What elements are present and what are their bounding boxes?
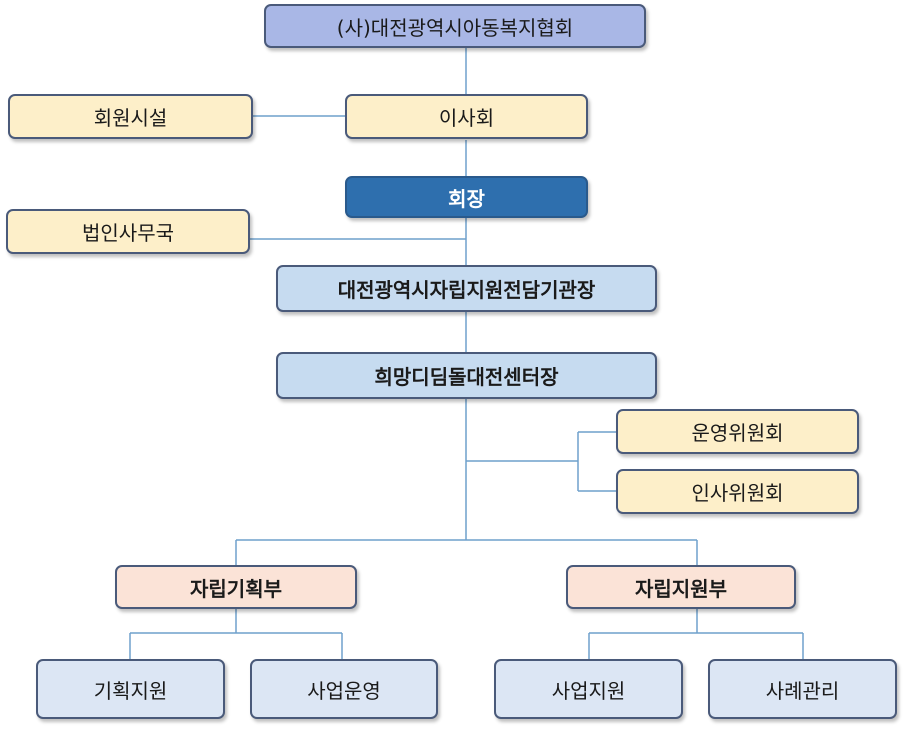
member-facility-box: 회원시설 (8, 94, 253, 139)
hope-center-head-box: 희망디딤돌대전센터장 (276, 352, 657, 399)
operations-committee-box: 운영위원회 (616, 409, 859, 454)
hr-committee-box: 인사위원회 (616, 469, 859, 514)
center-head-box: 대전광역시자립지원전담기관장 (276, 265, 657, 312)
support-dept-box: 자립지원부 (566, 565, 796, 609)
board-box: 이사회 (345, 94, 588, 139)
case-management-team-box: 사례관리 (708, 659, 897, 719)
top-org-box: (사)대전광역시아동복지협회 (264, 4, 646, 48)
planning-dept-box: 자립기획부 (115, 565, 357, 609)
planning-support-team-box: 기획지원 (36, 659, 225, 719)
chair-box: 회장 (345, 176, 588, 218)
project-support-team-box: 사업지원 (494, 659, 683, 719)
project-operations-team-box: 사업운영 (250, 659, 438, 719)
secretariat-box: 법인사무국 (6, 209, 250, 254)
